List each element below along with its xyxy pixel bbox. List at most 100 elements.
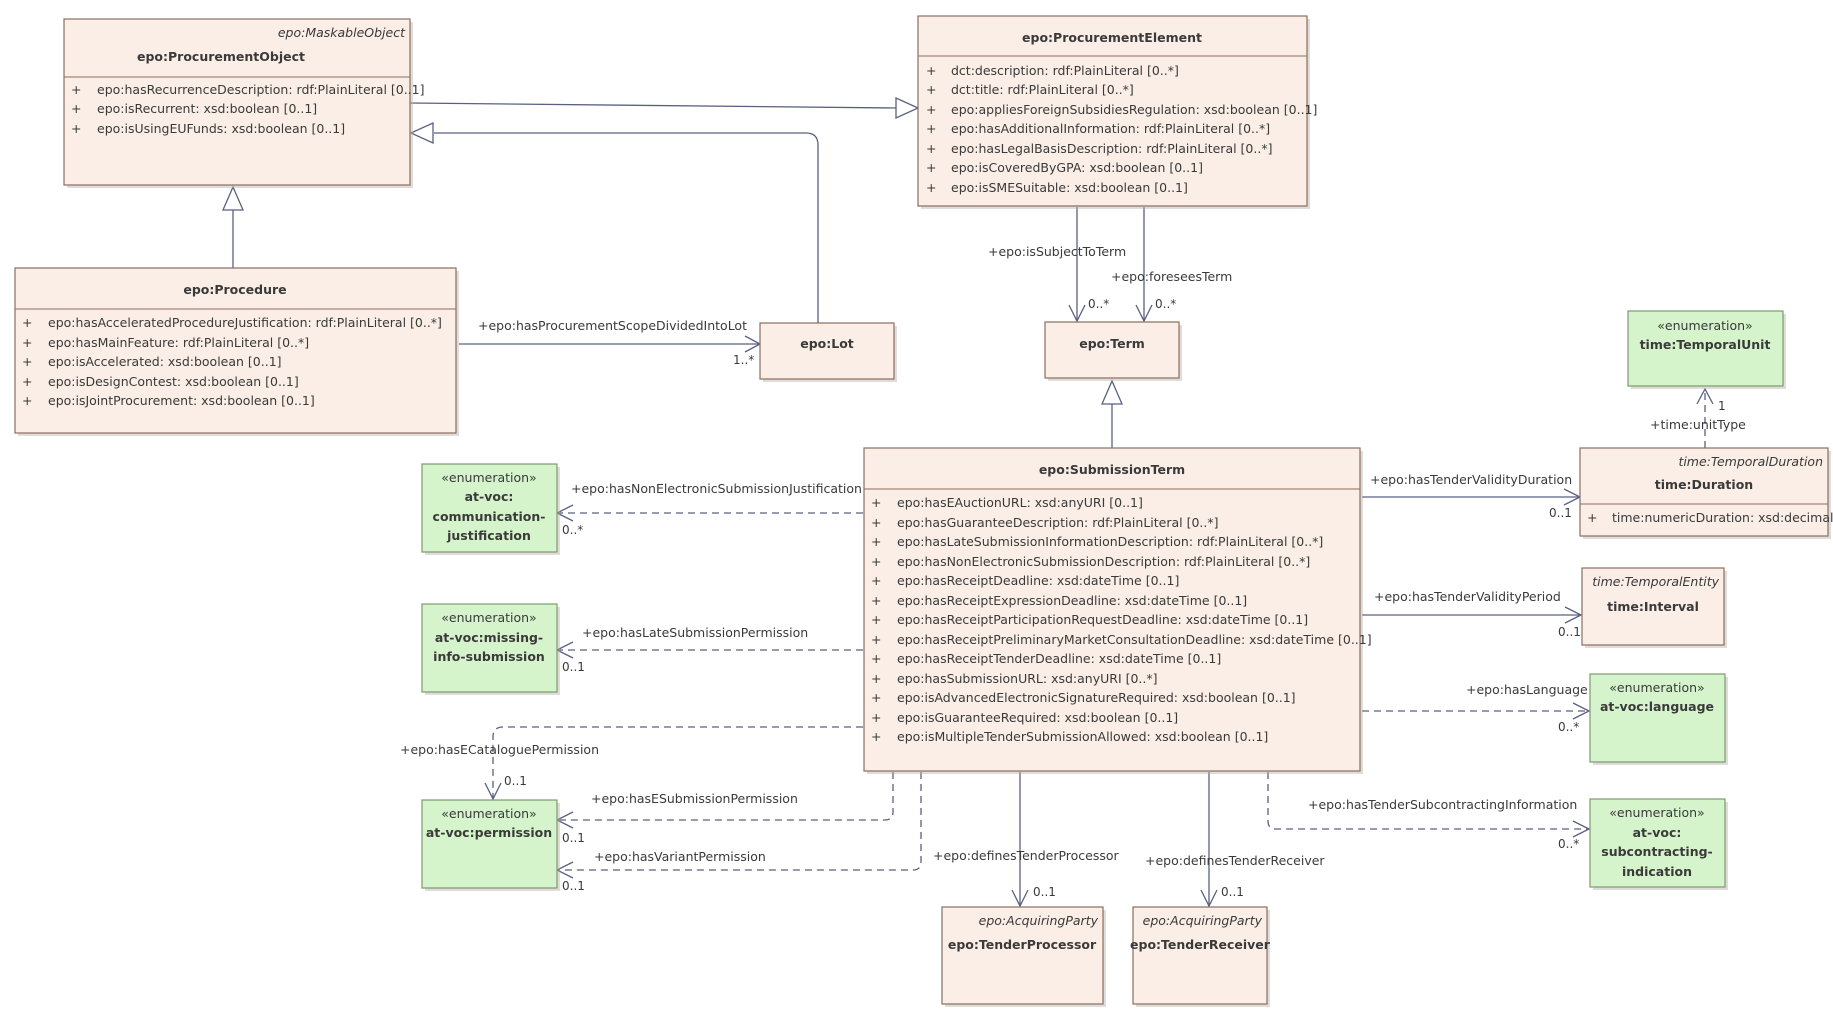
svg-text:+: + bbox=[871, 515, 881, 530]
svg-text:+: + bbox=[871, 612, 881, 627]
class-name: info-submission bbox=[433, 649, 545, 664]
svg-text:+: + bbox=[871, 573, 881, 588]
class-name: time:Duration bbox=[1655, 477, 1753, 492]
attribute: epo:hasLegalBasisDescription: rdf:PlainL… bbox=[951, 141, 1272, 156]
class-term[interactable]: epo:Term bbox=[1044, 321, 1182, 381]
enum-language[interactable]: «enumeration» at-voc:language bbox=[1589, 673, 1728, 765]
svg-text:+: + bbox=[871, 554, 881, 569]
multiplicity-label: 0..* bbox=[1155, 297, 1176, 311]
class-interval[interactable]: time:TemporalEntity time:Interval bbox=[1581, 567, 1727, 648]
association-arrowhead bbox=[1200, 889, 1218, 908]
attribute: epo:isUsingEUFunds: xsd:boolean [0..1] bbox=[97, 121, 345, 136]
multiplicity-label: 0..1 bbox=[562, 879, 585, 893]
class-name: at-voc:language bbox=[1600, 699, 1714, 714]
association-arrowhead bbox=[1696, 387, 1714, 405]
role-label: +epo:hasProcurementScopeDividedIntoLot bbox=[478, 318, 747, 333]
enum-stereotype: «enumeration» bbox=[1609, 805, 1704, 820]
svg-text:+: + bbox=[871, 729, 881, 744]
attribute: epo:hasNonElectronicSubmissionDescriptio… bbox=[897, 554, 1310, 569]
attribute-list: + epo:hasEAuctionURL: xsd:anyURI [0..1] … bbox=[871, 495, 1372, 744]
class-name: epo:Term bbox=[1079, 336, 1145, 351]
enum-missing-info-submission[interactable]: «enumeration» at-voc:missing- info-submi… bbox=[421, 603, 560, 695]
association-arrowhead bbox=[1564, 606, 1583, 624]
class-name: epo:Lot bbox=[800, 336, 854, 351]
attribute: time:numericDuration: xsd:decimal bbox=[1612, 510, 1833, 525]
class-name: justification bbox=[446, 528, 531, 543]
svg-text:+: + bbox=[871, 593, 881, 608]
svg-text:+: + bbox=[71, 121, 81, 136]
attribute: epo:isAccelerated: xsd:boolean [0..1] bbox=[48, 354, 282, 369]
association-variantpermission[interactable] bbox=[558, 772, 922, 871]
svg-text:+: + bbox=[926, 63, 936, 78]
class-stereotype: epo:MaskableObject bbox=[278, 25, 406, 40]
class-procurementobject[interactable]: epo:MaskableObject epo:ProcurementObject… bbox=[63, 18, 425, 188]
enum-subcontracting-indication[interactable]: «enumeration» at-voc: subcontracting- in… bbox=[1589, 798, 1728, 890]
class-procedure[interactable]: epo:Procedure + epo:hasAcceleratedProced… bbox=[14, 267, 459, 436]
svg-text:+: + bbox=[22, 393, 32, 408]
association-subcontractinginformation[interactable] bbox=[1267, 772, 1588, 830]
role-label: +epo:hasTenderValidityDuration bbox=[1370, 472, 1572, 487]
class-procurementelement[interactable]: epo:ProcurementElement + dct:description… bbox=[917, 15, 1317, 209]
class-lot[interactable]: epo:Lot bbox=[759, 322, 897, 382]
association-arrowhead bbox=[1011, 889, 1029, 908]
attribute: epo:isCoveredByGPA: xsd:boolean [0..1] bbox=[951, 160, 1203, 175]
multiplicity-label: 0..1 bbox=[1033, 885, 1056, 899]
multiplicity-label: 0..* bbox=[562, 523, 583, 537]
svg-text:+: + bbox=[871, 534, 881, 549]
class-duration[interactable]: time:TemporalDuration time:Duration + ti… bbox=[1579, 447, 1833, 539]
class-submissionterm[interactable]: epo:SubmissionTerm + epo:hasEAuctionURL:… bbox=[863, 447, 1372, 774]
role-label: +epo:hasLateSubmissionPermission bbox=[582, 625, 808, 640]
multiplicity-label: 0..1 bbox=[1549, 506, 1572, 520]
attribute: epo:hasMainFeature: rdf:PlainLiteral [0.… bbox=[48, 335, 309, 350]
svg-text:+: + bbox=[871, 710, 881, 725]
association-ecataloguepermission[interactable] bbox=[492, 726, 863, 798]
attribute: epo:hasReceiptParticipationRequestDeadli… bbox=[897, 612, 1308, 627]
class-name: epo:SubmissionTerm bbox=[1039, 462, 1185, 477]
multiplicity-label: 0..1 bbox=[562, 660, 585, 674]
attribute: epo:hasReceiptTenderDeadline: xsd:dateTi… bbox=[897, 651, 1221, 666]
generalization-arrowhead bbox=[1101, 379, 1123, 405]
svg-text:+: + bbox=[926, 121, 936, 136]
attribute: epo:isJointProcurement: xsd:boolean [0..… bbox=[48, 393, 315, 408]
association-arrowhead bbox=[1572, 820, 1591, 838]
svg-text:+: + bbox=[926, 102, 936, 117]
attribute: epo:appliesForeignSubsidiesRegulation: x… bbox=[951, 102, 1317, 117]
generalization-lot-to-procurementobject[interactable] bbox=[434, 132, 819, 323]
svg-text:+: + bbox=[871, 495, 881, 510]
svg-text:+: + bbox=[22, 315, 32, 330]
multiplicity-label: 0..* bbox=[1558, 720, 1579, 734]
class-name: indication bbox=[1622, 864, 1692, 879]
enum-permission[interactable]: «enumeration» at-voc:permission bbox=[421, 799, 560, 891]
class-tenderprocessor[interactable]: epo:AcquiringParty epo:TenderProcessor bbox=[941, 906, 1106, 1007]
generalization-procurementobject-to-procurementelement[interactable] bbox=[409, 102, 899, 109]
edge-labels: +epo:hasProcurementScopeDividedIntoLot 1… bbox=[400, 244, 1746, 899]
attribute: epo:hasRecurrenceDescription: rdf:PlainL… bbox=[97, 82, 425, 97]
enum-communication-justification[interactable]: «enumeration» at-voc: communication- jus… bbox=[421, 463, 560, 555]
multiplicity-label: 0..1 bbox=[1558, 625, 1581, 639]
svg-text:+: + bbox=[926, 180, 936, 195]
svg-text:+: + bbox=[22, 335, 32, 350]
association-esubmissionpermission[interactable] bbox=[558, 772, 894, 821]
association-arrowhead bbox=[1572, 702, 1591, 720]
class-name: epo:TenderProcessor bbox=[948, 937, 1097, 952]
class-name: at-voc:permission bbox=[426, 825, 552, 840]
enum-stereotype: «enumeration» bbox=[1657, 318, 1752, 333]
enum-temporalunit[interactable]: «enumeration» time:TemporalUnit bbox=[1627, 310, 1786, 389]
class-stereotype: time:TemporalEntity bbox=[1592, 574, 1719, 589]
svg-text:+: + bbox=[22, 374, 32, 389]
generalization-arrowhead bbox=[222, 185, 244, 211]
svg-text:+: + bbox=[22, 354, 32, 369]
class-name: epo:ProcurementElement bbox=[1022, 30, 1202, 45]
role-label: +epo:hasECataloguePermission bbox=[400, 742, 599, 757]
multiplicity-label: 1..* bbox=[733, 353, 754, 367]
role-label: +epo:hasNonElectronicSubmissionJustifica… bbox=[571, 481, 862, 496]
role-label: +epo:foreseesTerm bbox=[1111, 269, 1232, 284]
attribute-list: + epo:hasAcceleratedProcedureJustificati… bbox=[22, 315, 442, 408]
class-stereotype: time:TemporalDuration bbox=[1678, 454, 1823, 469]
association-arrowhead bbox=[1135, 304, 1153, 323]
class-tenderreceiver[interactable]: epo:AcquiringParty epo:TenderReceiver bbox=[1130, 906, 1271, 1007]
attribute: dct:title: rdf:PlainLiteral [0..*] bbox=[951, 82, 1134, 97]
multiplicity-label: 0..1 bbox=[1221, 885, 1244, 899]
edges bbox=[222, 96, 1714, 908]
